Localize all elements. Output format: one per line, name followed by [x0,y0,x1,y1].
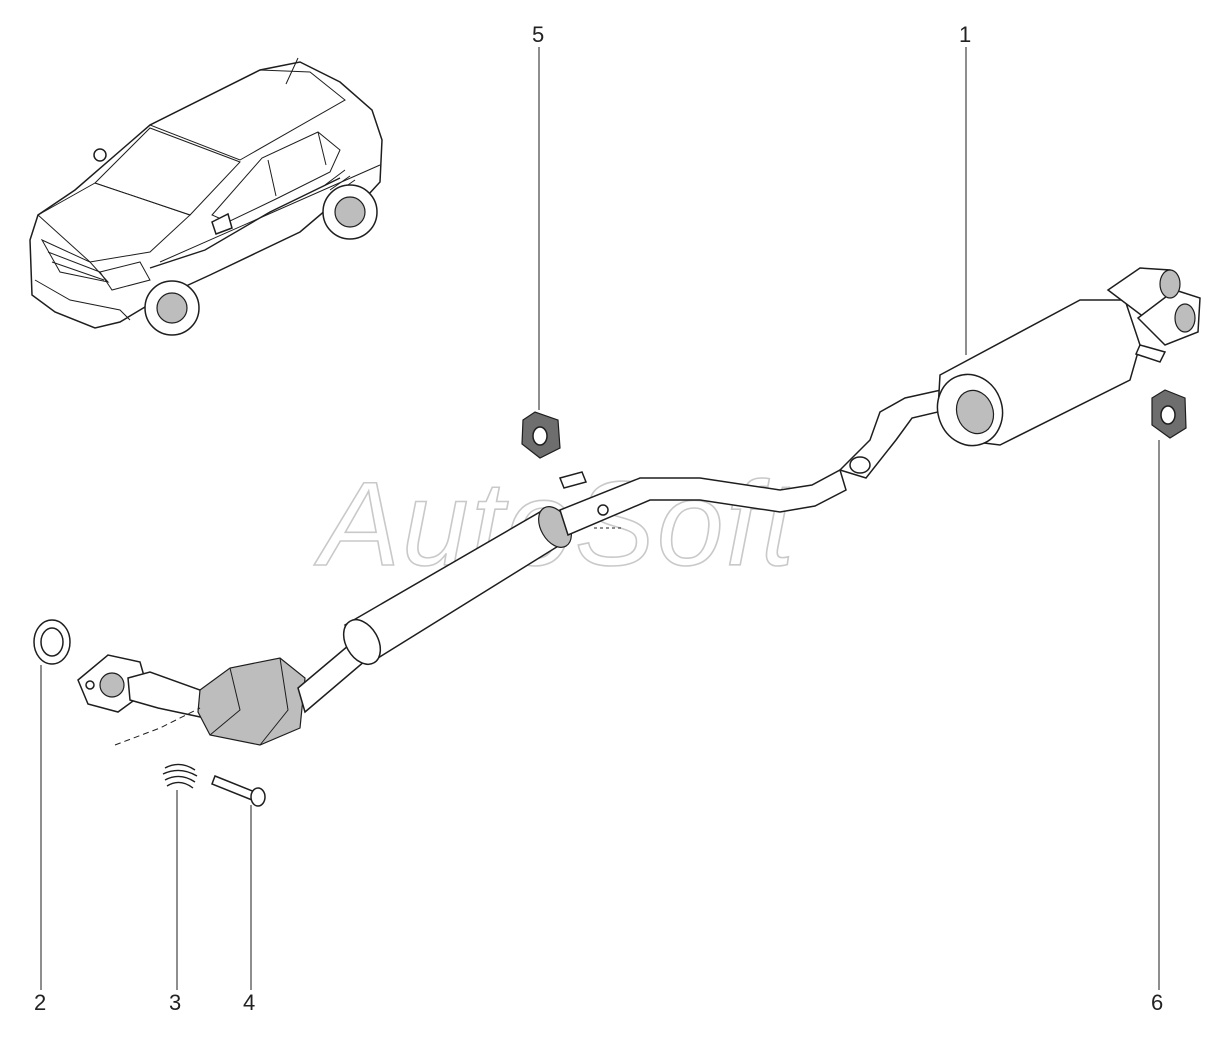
callout-label-6: 6 [1151,990,1163,1015]
callout-label-2: 2 [34,990,46,1015]
bolt-part [211,775,266,807]
rubber-hanger-front [521,411,561,459]
spring-part [162,763,198,789]
callout-label-5: 5 [532,22,544,47]
exhaust-system-icon [77,267,1201,746]
callout-label-4: 4 [243,990,255,1015]
car-locator-icon [29,57,383,336]
gasket-ring [33,619,71,665]
callout-label-1: 1 [959,22,971,47]
callout-label-3: 3 [169,990,181,1015]
rubber-hanger-rear [1151,389,1187,439]
